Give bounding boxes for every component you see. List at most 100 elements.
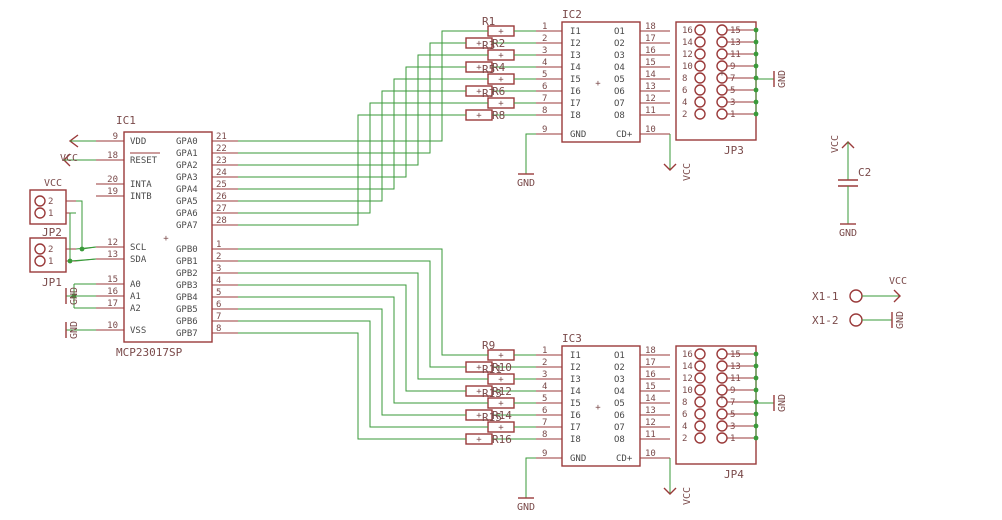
ic1-pin-scl-label: SCL [130,243,146,253]
ic3-signal-net-3 [238,272,488,380]
ic2-signal-net-8 [238,114,466,226]
jp3-pin-13-number: 13 [730,38,741,48]
jp3-pin-8 [694,72,706,84]
jp4-pin-16 [694,348,706,360]
ic3-in-3-label: I3 [570,375,581,385]
ic1-gpa1-label: GPA1 [176,149,198,159]
jp4-origin-mark: + [719,393,725,403]
jp1-pin-1-number: 1 [48,257,53,267]
ic3-in-6-number: 6 [542,406,547,416]
ic2-resistor-R6-label: R6 [492,85,505,98]
jp3-pin-13 [716,36,728,48]
ic2-gnd-pin-label: GND [570,130,586,140]
ic3-in-8-number: 8 [542,430,547,440]
ic3-resistor-R15-label: R15 [482,411,502,424]
ic3-resistor-R15-mark: + [498,423,504,433]
ic3-out-7-number: 12 [645,418,656,428]
ic1-gpa0-label: GPA0 [176,137,198,147]
ic2-in-6-label: I6 [570,87,581,97]
ic3-gnd-pin-number: 9 [542,449,547,459]
jp4-pin-1-number: 1 [730,434,735,444]
ic2-in-8-number: 8 [542,106,547,116]
jp3-pin-16-number: 16 [682,26,693,36]
x1-1-vcc-arrow [893,289,901,303]
ic2-in-8-label: I8 [570,111,581,121]
jp2-name: JP2 [42,226,62,239]
ic3-resistor-R10-mark: + [476,363,482,373]
jp4-pin-8 [694,396,706,408]
ic1-gpb7-number: 8 [216,324,221,334]
ic2-resistor-R4-label: R4 [492,61,506,74]
jp3-name: JP3 [724,144,744,157]
jp2-pin-2 [34,195,46,207]
ic2-gnd-pin-number: 9 [542,125,547,135]
ic3-out-6-number: 13 [645,406,656,416]
jp4-pin-6-number: 6 [682,410,687,420]
ic1-pin-a2-label: A2 [130,304,141,314]
ic2-out-2-label: O2 [614,39,625,49]
jp3-pin-12-number: 12 [682,50,693,60]
x1-2-label: X1-2 [812,314,839,327]
ic3-out-8-label: O8 [614,435,625,445]
jp1-pin-2-number: 2 [48,245,53,255]
jp4-pin-14-number: 14 [682,362,693,372]
ic3-cd-pin-label: CD+ [616,454,633,464]
vss-gnd-label: GND [69,321,80,339]
ic2-in-7-label: I7 [570,99,581,109]
jp4-pin-3 [716,420,728,432]
ic2-resistor-R5-mark: + [498,75,504,85]
ic3-signal-net-6 [238,308,466,416]
ic3-out-5-label: O5 [614,399,625,409]
ic2-name: IC2 [562,8,582,21]
ic3-out-8-number: 11 [645,430,656,440]
ic1-pin-16-number: 16 [107,287,118,297]
ic1-pin-12-number: 12 [107,238,118,248]
ic1-pin-sda-label: SDA [130,255,147,265]
ic1-origin-mark: + [163,234,169,244]
ic2-out-4-label: O4 [614,63,625,73]
c2-name: C2 [858,166,871,179]
ic1-gpb6-label: GPB6 [176,317,198,327]
ic3-gnd-label: GND [517,502,535,513]
ic1-gpb3-label: GPB3 [176,281,198,291]
ic3-vcc-label: VCC [682,487,693,505]
ic3-out-6-label: O6 [614,411,625,421]
ic2-in-4-label: I4 [570,63,581,73]
ic2-resistor-R1-mark: + [498,27,504,37]
jp3-pin-7-number: 7 [730,74,735,84]
ic1-gpa5-number: 26 [216,192,227,202]
ic2-out-8-label: O8 [614,111,625,121]
c2-vcc-label: VCC [830,135,841,153]
ic3-out-1-label: O1 [614,351,625,361]
ic2-signal-net-1 [238,30,488,142]
ic2-resistor-R7-mark: + [498,99,504,109]
ic1-pin-reset-label: RESET [130,156,158,166]
jp3-pin-12 [694,48,706,60]
ic3-in-1-label: I1 [570,351,581,361]
x1-1-terminal [849,289,863,303]
ic1-gpa4-number: 25 [216,180,227,190]
jp4-pin-13 [716,360,728,372]
jp2-pin-1-number: 1 [48,209,53,219]
reset-vcc-label: VCC [60,153,78,164]
ic1-gpb4-number: 5 [216,288,221,298]
jp3-pin-5-number: 5 [730,86,735,96]
ic1-gpa6-label: GPA6 [176,209,198,219]
ic2-out-1-label: O1 [614,27,625,37]
jp3-pin-11-number: 11 [730,50,741,60]
ic3-in-4-label: I4 [570,387,581,397]
ic1-gpa3-label: GPA3 [176,173,198,183]
ic2-in-1-number: 1 [542,22,547,32]
ic2-resistor-R4-mark: + [476,63,482,73]
ic3-in-4-number: 4 [542,382,547,392]
ic3-signal-net-4 [238,284,466,392]
ic1-pin-a1-label: A1 [130,292,141,302]
ic2-origin-mark: + [595,79,601,89]
ic3-out-2-label: O2 [614,363,625,373]
addr-gnd-label: GND [69,287,80,305]
ic2-in-1-label: I1 [570,27,581,37]
jp4-pin-11 [716,372,728,384]
jp1-sda-net [75,258,97,262]
ic3-resistor-R9-label: R9 [482,339,495,352]
